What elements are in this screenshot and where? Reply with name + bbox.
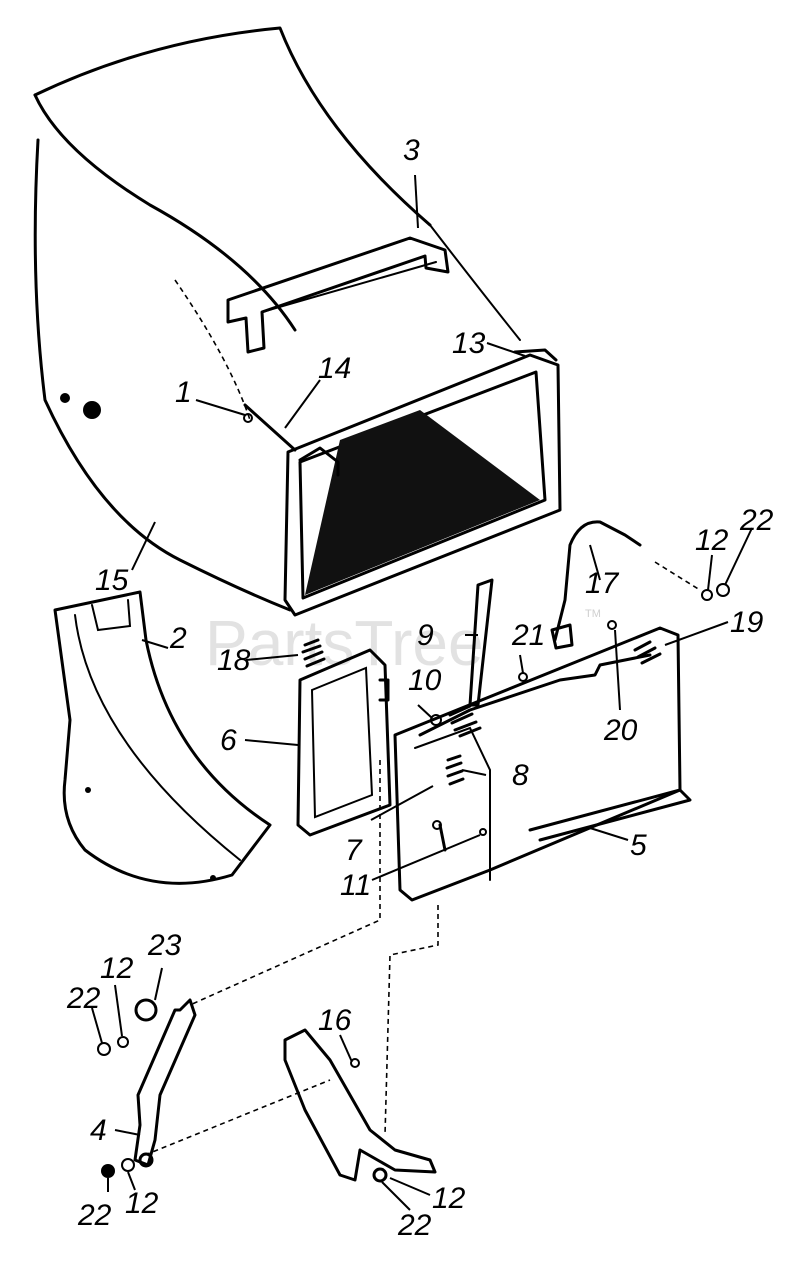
label-part-3: 3: [403, 134, 420, 167]
label-part-22-c: 22: [77, 1199, 112, 1232]
label-part-17: 17: [585, 567, 620, 600]
part-labels: 1 2 3 4 5 6 7 8 9 10 11 12 12 12 12 13 1…: [66, 134, 774, 1242]
label-part-15: 15: [95, 564, 129, 597]
label-part-23: 23: [147, 929, 182, 962]
leader-lines: [91, 174, 753, 1211]
spring-18: [301, 638, 326, 668]
lower-bracket: [283, 1028, 437, 1183]
label-part-20: 20: [603, 714, 638, 747]
label-part-10: 10: [408, 664, 442, 697]
catcher-frame: [243, 348, 562, 617]
label-part-1: 1: [175, 376, 192, 409]
catcher-handle: [226, 236, 450, 354]
door-panel: [296, 648, 392, 837]
bracket-17: [550, 520, 642, 650]
label-part-12-b: 12: [100, 952, 134, 985]
grass-bag: [33, 26, 521, 612]
label-part-16: 16: [318, 1004, 352, 1037]
watermark-tm: TM: [585, 608, 601, 620]
discharge-chute: [53, 590, 272, 885]
springs: [445, 640, 662, 786]
rod-9: [468, 578, 494, 707]
label-part-12-c: 12: [125, 1187, 159, 1220]
label-part-9: 9: [417, 619, 434, 652]
label-part-11: 11: [340, 869, 371, 902]
label-part-18: 18: [217, 644, 251, 677]
lower-hardware: [97, 1036, 135, 1178]
watermark: PartsTree: [205, 607, 484, 679]
label-part-4: 4: [90, 1114, 107, 1147]
label-part-12-a: 12: [695, 524, 729, 557]
label-part-7: 7: [345, 834, 363, 867]
hardware: [243, 413, 730, 852]
label-part-14: 14: [318, 352, 351, 385]
label-part-21: 21: [511, 619, 545, 652]
label-part-12-d: 12: [432, 1182, 466, 1215]
label-part-2: 2: [169, 622, 187, 655]
label-part-22-b: 22: [66, 982, 101, 1015]
label-part-13: 13: [452, 327, 486, 360]
label-part-8: 8: [512, 759, 529, 792]
label-part-22-a: 22: [739, 504, 774, 537]
lift-arm: [133, 998, 197, 1168]
label-part-19: 19: [730, 606, 764, 639]
label-part-22-d: 22: [397, 1209, 432, 1242]
label-part-6: 6: [220, 724, 237, 757]
rear-plate: [393, 626, 692, 902]
label-part-5: 5: [630, 829, 647, 862]
